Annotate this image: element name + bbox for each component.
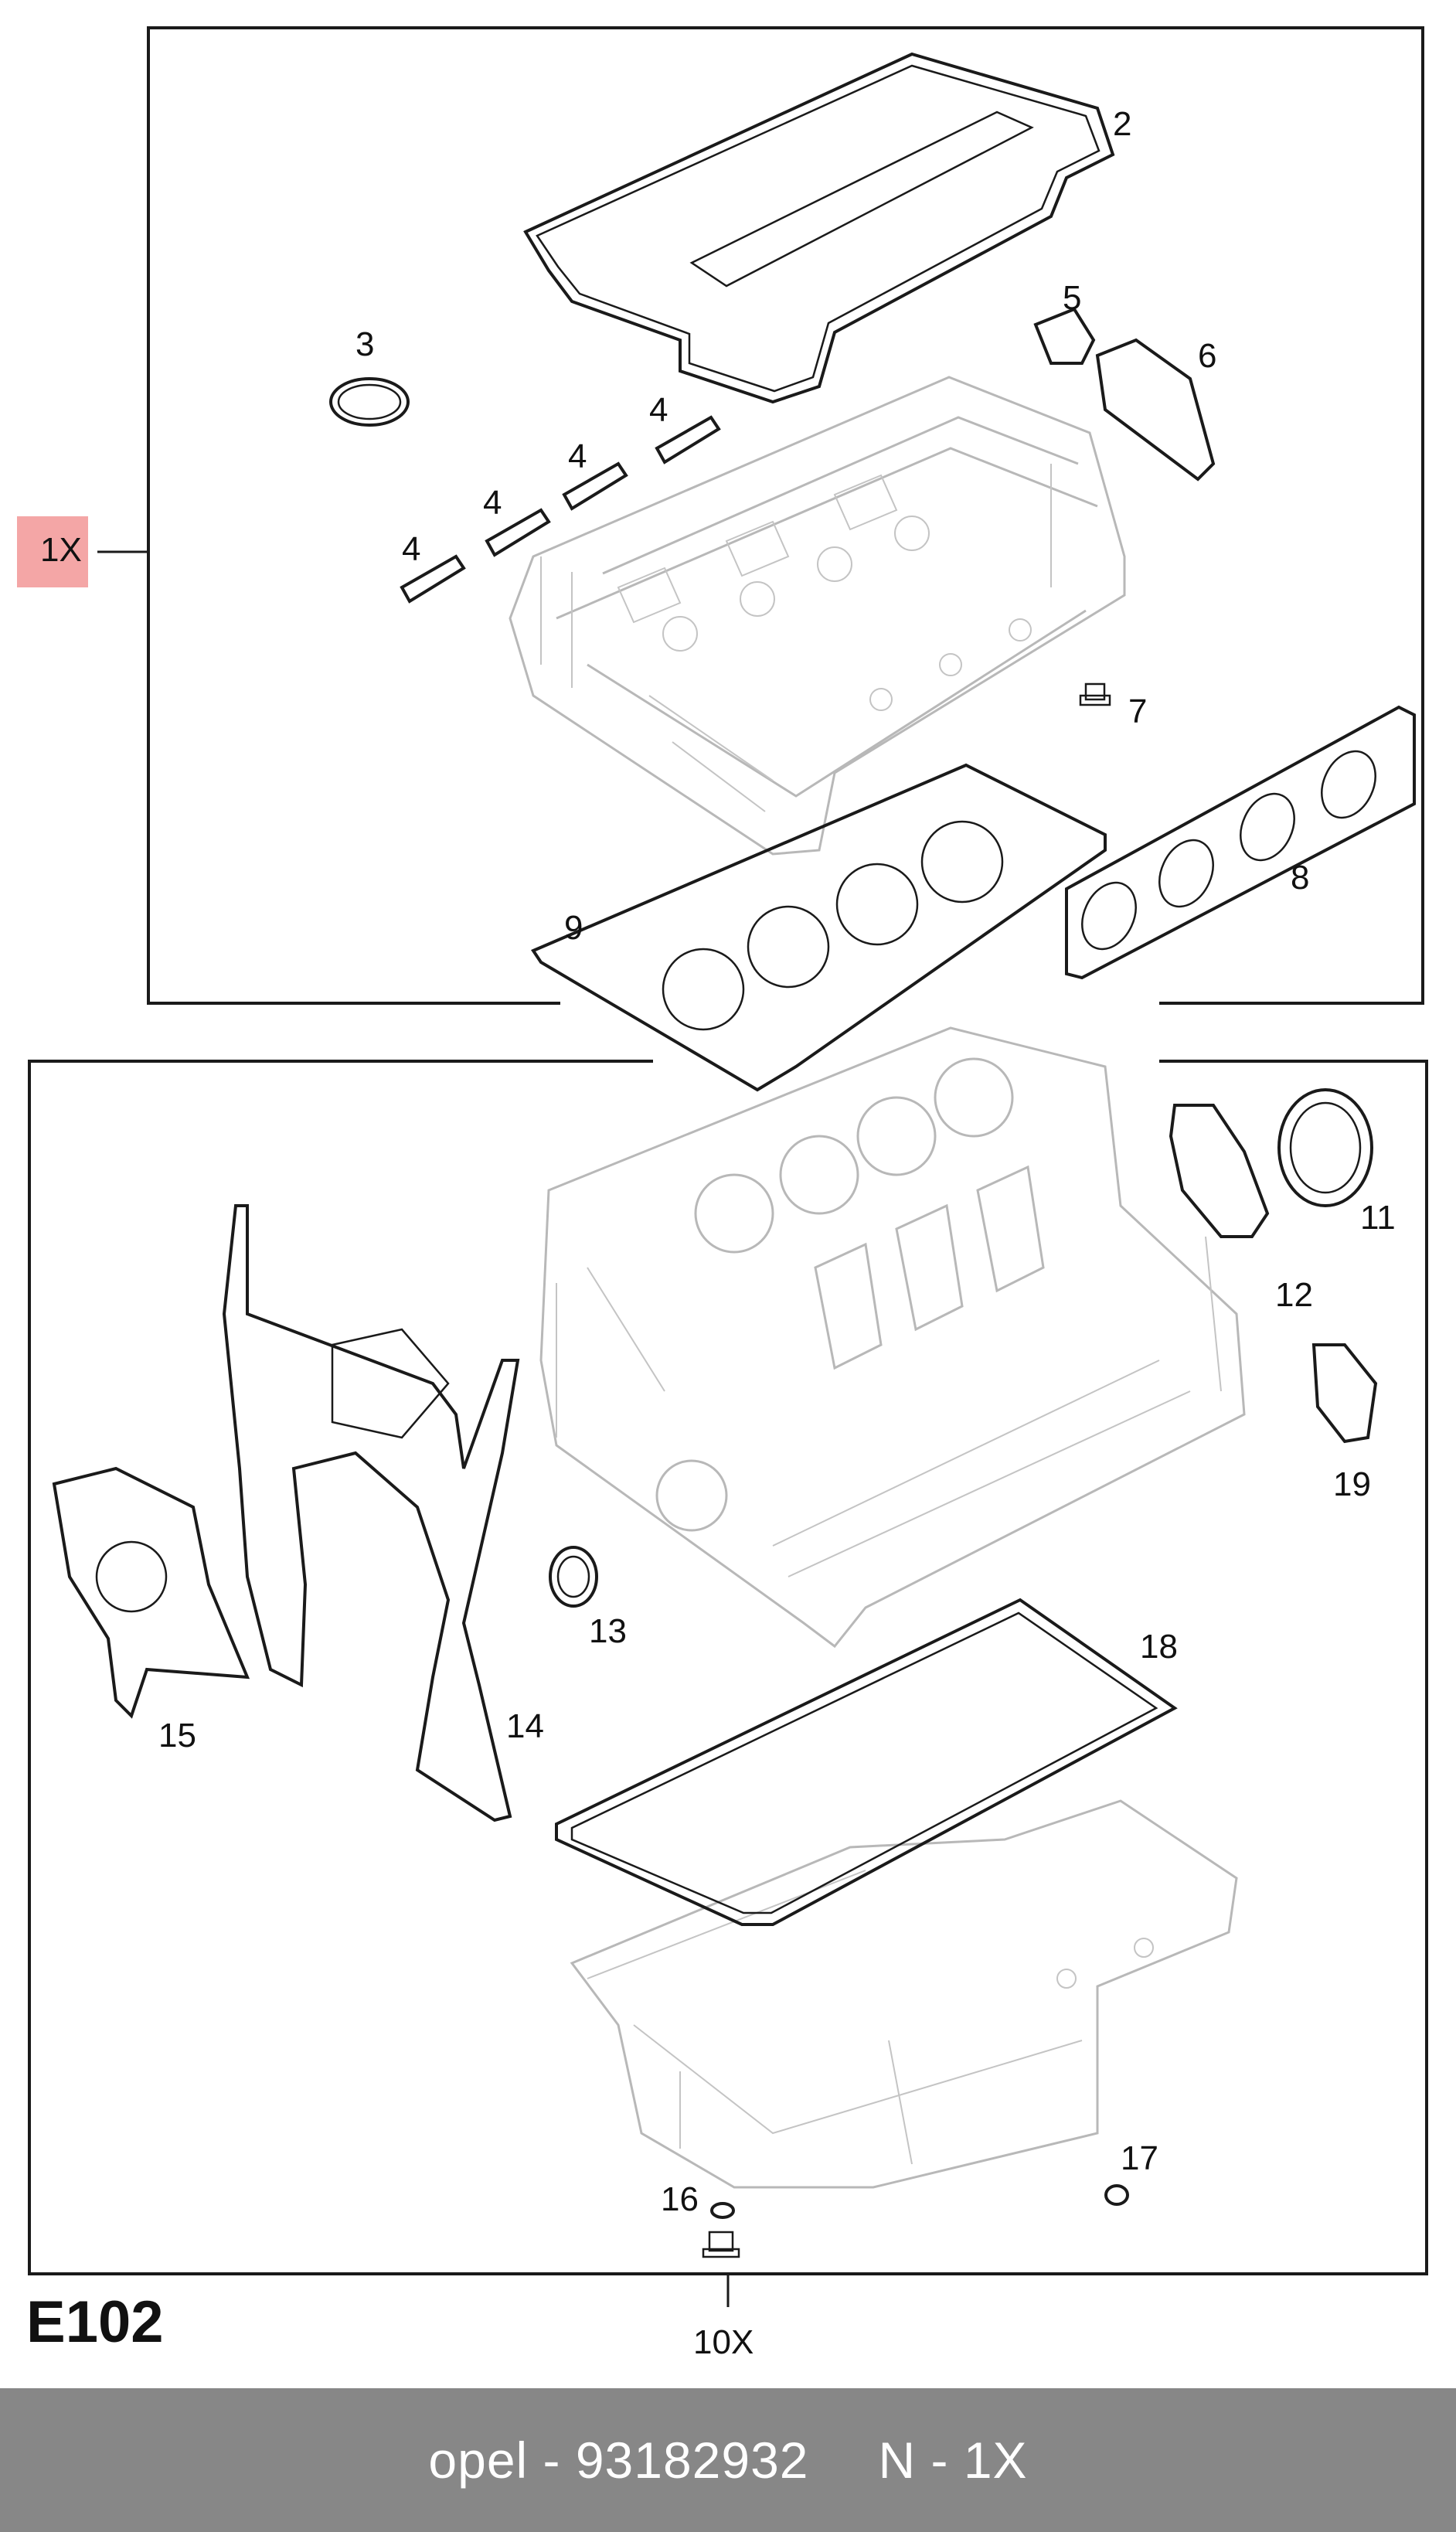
exhaust-manifold-gasket [1065,705,1416,980]
water-pump-gasket-bore [95,1540,168,1613]
small-o-ring [1104,2184,1129,2206]
part-label-2: 2 [1113,105,1131,143]
part-label-7: 7 [1128,693,1147,730]
injector-seals [400,415,721,604]
oil-pan-outline [570,1799,1238,2189]
footer-part-ref: opel - 93182932 [428,2432,809,2489]
diagram-code: E102 [26,2289,164,2355]
crankshaft-front-seal-inner [556,1555,590,1598]
cylinder-head-outline [509,376,1126,856]
part-label-9: 9 [564,909,583,947]
part-label-17: 17 [1121,2139,1158,2177]
oil-drain-ring [710,2202,735,2219]
kit-quantity-label: 1X [40,531,82,569]
oil-pan-gasket [555,1598,1178,1926]
valve-cover-gasket [523,52,1115,404]
upper-kit-frame [147,26,1424,1005]
footer-bar: opel - 93182932 N - 1X [0,2388,1456,2532]
part-label-6: 6 [1198,337,1216,375]
part-label-4a: 4 [402,530,420,568]
flange-gasket [1095,338,1216,482]
crankshaft-front-seal [549,1546,598,1608]
engine-block-outline [539,1026,1246,1649]
intake-seal-ring-inner [337,383,402,420]
part-label-4b: 4 [483,484,502,522]
water-pump-gasket [52,1466,250,1719]
part-label-4d: 4 [649,391,668,429]
part-label-19: 19 [1333,1465,1371,1503]
bottom-quantity-label: 10X [693,2323,754,2361]
lower-kit-frame [28,1060,1428,2275]
part-label-5: 5 [1063,279,1081,317]
part-label-8: 8 [1291,859,1309,897]
head-gasket [531,763,1107,1092]
intake-seal-ring [329,377,410,427]
kit-quantity-badge [17,516,88,587]
part-label-13: 13 [589,1612,627,1650]
part-label-4c: 4 [568,437,587,475]
timing-cover-gasket [222,1204,520,1822]
part-label-15: 15 [158,1717,196,1754]
part-label-11: 11 [1360,1199,1396,1237]
part-label-16: 16 [661,2180,699,2218]
part-label-3: 3 [355,325,374,363]
part-label-12: 12 [1275,1276,1313,1314]
part-label-18: 18 [1140,1628,1178,1666]
oil-drain-plug [702,2231,740,2258]
small-flange-gasket [1033,307,1096,365]
exploded-parts-diagram: 1X [17,26,1428,2361]
footer-quantity-note: N - 1X [878,2432,1028,2489]
crankshaft-rear-seal-inner [1289,1101,1362,1194]
part-label-14: 14 [506,1707,544,1745]
cylinder-head-plug [1079,682,1111,706]
crankshaft-rear-seal [1277,1088,1373,1207]
filter-housing-seal [1311,1343,1378,1444]
oil-cooler-gasket [1169,1104,1270,1238]
